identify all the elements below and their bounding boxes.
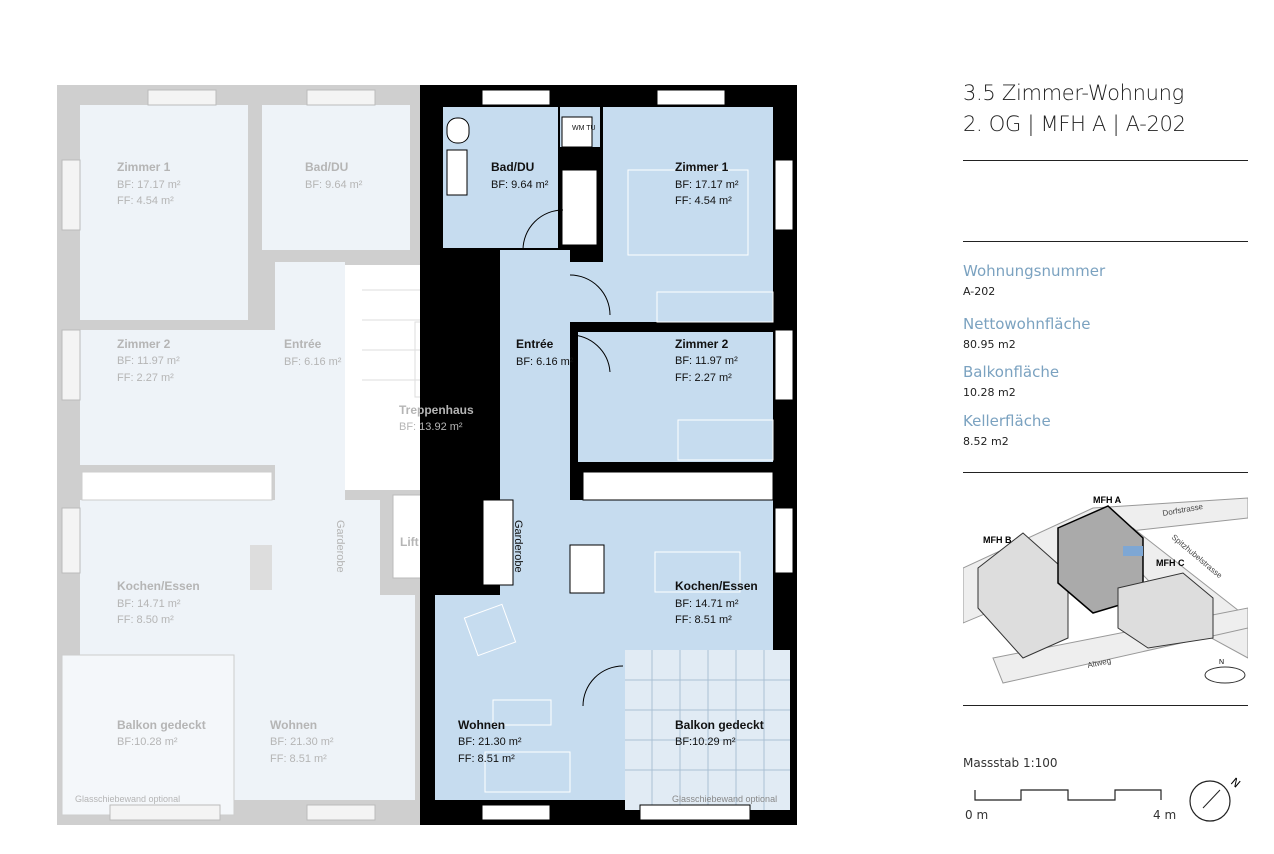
room-name: Entrée [284, 337, 322, 351]
room-name: Bad/DU [491, 160, 534, 174]
site-plan: MFH A MFH B MFH C Dorfstrasse Spitzhubel… [963, 495, 1248, 684]
room-name: Kochen/Essen [117, 579, 200, 593]
fact-label: Wohnungsnummer [963, 262, 1106, 280]
room-bf: BF: 17.17 m² [675, 179, 739, 191]
room-name: Treppenhaus [399, 403, 474, 417]
scale-bar: 0 m 4 m N [965, 775, 1243, 822]
fact-value: 8.52 m2 [963, 435, 1009, 448]
room-bf: BF: 11.97 m² [675, 355, 738, 367]
divider [963, 472, 1248, 473]
room-ff: FF: 8.50 m² [117, 614, 174, 626]
fact-label: Kellerfläche [963, 412, 1051, 430]
active-apartment [420, 85, 797, 825]
room-bf: BF: 17.17 m² [117, 179, 181, 191]
appliance-label: WM TU [572, 125, 596, 132]
room-bf: BF: 14.71 m² [117, 598, 181, 610]
glass-note: Glasschiebewand optional [75, 794, 180, 804]
room-bf: BF:10.28 m² [117, 736, 178, 748]
room-name: Kochen/Essen [675, 579, 758, 593]
room-name: Wohnen [270, 718, 317, 732]
north-label: N [1219, 659, 1224, 666]
compass-icon [1189, 780, 1231, 822]
fact-value: 80.95 m2 [963, 338, 1016, 351]
glass-note: Glasschiebewand optional [672, 794, 777, 804]
floor-plan: WM TU Bad/DU BF: 9.64 m² Zimmer 1 BF: 17… [57, 85, 797, 825]
garderobe-label: Garderobe [334, 520, 346, 573]
room-ff: FF: 4.54 m² [675, 195, 732, 207]
room-bf: BF:10.29 m² [675, 736, 736, 748]
room-ff: FF: 4.54 m² [117, 195, 174, 207]
room-name: Wohnen [458, 718, 505, 732]
building-label: MFH A [1093, 495, 1122, 505]
room-name: Zimmer 2 [117, 337, 171, 351]
room-bf: BF: 6.16 m² [516, 356, 574, 368]
scale-end: 4 m [1153, 808, 1176, 822]
room-name: Lift [400, 535, 419, 549]
room-name: Bad/DU [305, 160, 348, 174]
compass-north: N [1228, 775, 1243, 790]
room-bf: BF: 13.92 m² [399, 421, 463, 433]
room-ff: FF: 2.27 m² [675, 372, 732, 384]
fact-label: Nettowohnfläche [963, 315, 1091, 333]
divider [963, 160, 1248, 161]
room-ff: FF: 8.51 m² [458, 753, 515, 765]
room-ff: FF: 8.51 m² [270, 753, 327, 765]
room-bf: BF: 21.30 m² [270, 736, 334, 748]
fact-value: 10.28 m2 [963, 386, 1016, 399]
room-bf: BF: 6.16 m² [284, 356, 342, 368]
room-bf: BF: 9.64 m² [491, 179, 549, 191]
room-name: Zimmer 1 [675, 160, 729, 174]
garderobe-label: Garderobe [512, 520, 524, 573]
scale-label: Massstab 1:100 [963, 756, 1058, 770]
building-label: MFH B [983, 535, 1012, 545]
inactive-windows [61, 89, 376, 821]
room-ff: FF: 8.51 m² [675, 614, 732, 626]
room-bf: BF: 21.30 m² [458, 736, 522, 748]
building-label: MFH C [1156, 558, 1185, 568]
divider [963, 705, 1248, 706]
room-name: Zimmer 2 [675, 337, 729, 351]
room-name: Zimmer 1 [117, 160, 171, 174]
room-name: Balkon gedeckt [675, 718, 764, 732]
fact-label: Balkonfläche [963, 363, 1060, 381]
room-name: Entrée [516, 337, 554, 351]
north-arrow-icon [1204, 666, 1246, 684]
room-ff: FF: 2.27 m² [117, 372, 174, 384]
divider [963, 241, 1248, 242]
room-bf: BF: 14.71 m² [675, 598, 739, 610]
page-title: 3.5 Zimmer-Wohnung 2. OG | MFH A | A-202 [963, 81, 1186, 136]
room-bf: BF: 9.64 m² [305, 179, 363, 191]
scale-start: 0 m [965, 808, 988, 822]
room-name: Balkon gedeckt [117, 718, 206, 732]
room-bf: BF: 11.97 m² [117, 355, 180, 367]
fact-value: A-202 [963, 285, 996, 298]
